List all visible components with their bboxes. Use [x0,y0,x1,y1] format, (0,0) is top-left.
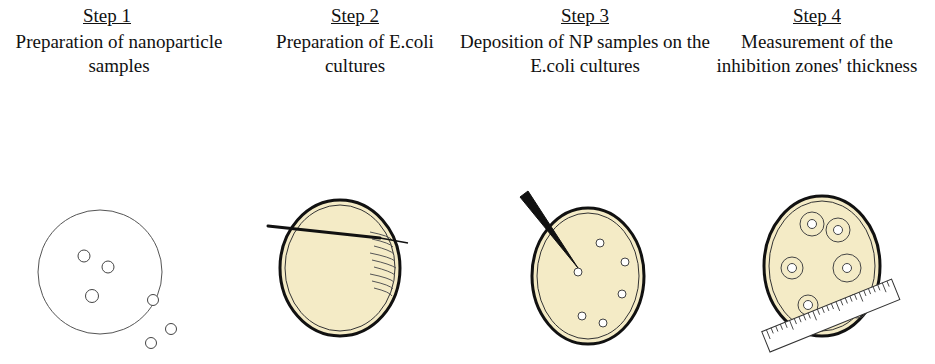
step-heading: Step 2 [295,4,415,28]
step-heading: Step 3 [525,4,645,28]
nanoparticle-samples [38,210,177,349]
step-heading: Step 1 [47,4,167,28]
step-description: Measurement of the inhibition zones' thi… [704,30,930,78]
step-heading: Step 4 [757,4,877,28]
step-description: Preparation of E.coli cultures [265,30,445,78]
step-description: Preparation of nanoparticle samples [4,30,234,78]
step-description: Deposition of NP samples on the E.coli c… [450,30,720,78]
deposition-dish [520,191,644,344]
culture-dish [268,200,408,336]
inhibition-dish [762,196,900,352]
